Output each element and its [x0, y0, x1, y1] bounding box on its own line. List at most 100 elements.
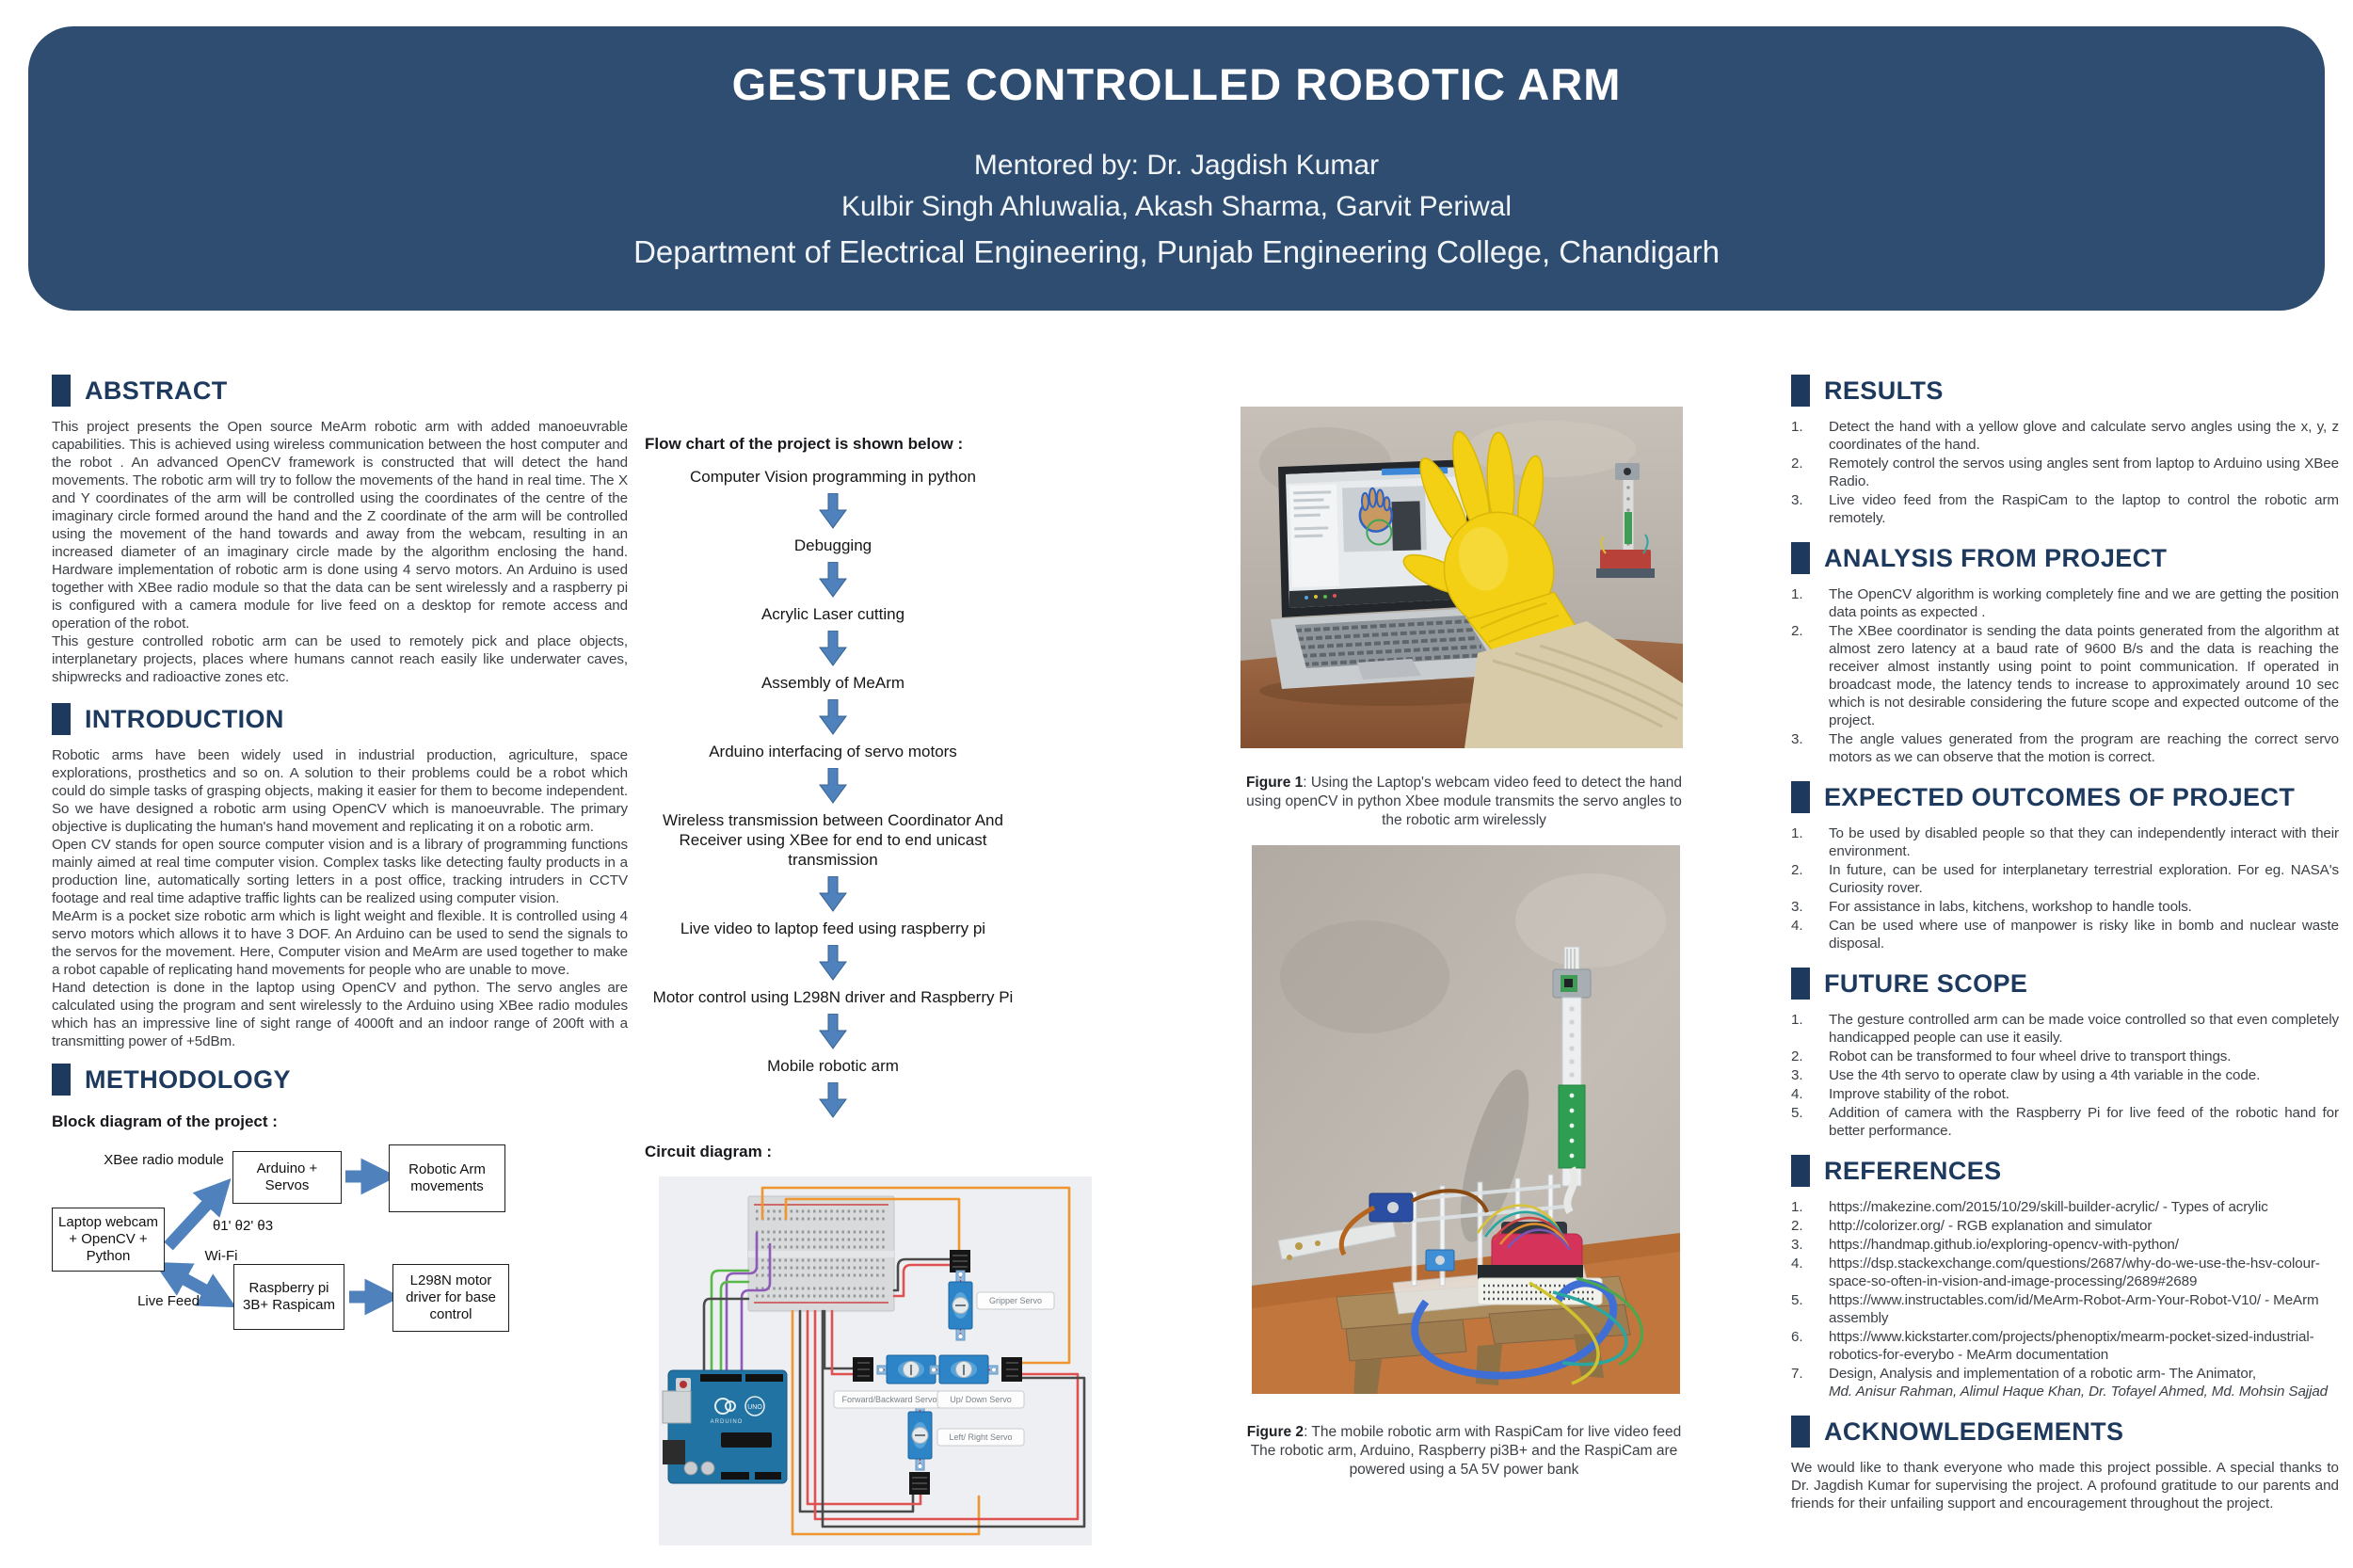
outcomes-item: To be used by disabled people so that th… — [1791, 824, 2339, 859]
flowchart-step-text: Mobile robotic arm — [767, 1057, 899, 1075]
reference-item: http://colorizer.org/ - RGB explanation … — [1791, 1217, 2339, 1235]
results-item: Remotely control the servos using angles… — [1791, 455, 2339, 489]
block-diagram-label: Block diagram of the project : — [52, 1112, 278, 1130]
up-down-servo-label: Up/ Down Servo — [950, 1395, 1012, 1404]
reference-text: https://www.instructables.com/id/MeArm-R… — [1829, 1292, 2319, 1326]
section-head-outcomes: EXPECTED OUTCOMES OF PROJECT — [1791, 781, 2339, 813]
section-head-analysis: ANALYSIS FROM PROJECT — [1791, 542, 2339, 574]
down-arrow-icon — [819, 876, 847, 912]
figure2-photo — [1252, 845, 1680, 1402]
department-line: Department of Electrical Engineering, Pu… — [633, 234, 1720, 269]
analysis-list: The OpenCV algorithm is working complete… — [1791, 585, 2339, 766]
flowchart-step: Acrylic Laser cutting — [645, 604, 1021, 666]
flowchart-label: Flow chart of the project is shown below… — [645, 435, 964, 453]
section-head-references: REFERENCES — [1791, 1155, 2339, 1187]
block-robotic-arm: Robotic Arm movements — [389, 1144, 505, 1212]
future-scope-title: FUTURE SCOPE — [1824, 968, 2028, 998]
mentor-line: Mentored by: Dr. Jagdish Kumar — [973, 150, 1380, 181]
outcomes-title: EXPECTED OUTCOMES OF PROJECT — [1824, 782, 2296, 811]
glove-hand — [1402, 430, 1591, 680]
flowchart-step: Live video to laptop feed using raspberr… — [645, 919, 1021, 981]
section-head-acknowledgements: ACKNOWLEDGEMENTS — [1791, 1416, 2339, 1448]
breadboard — [747, 1195, 895, 1312]
forward-backward-servo-label: Forward/Backward Servo — [841, 1395, 936, 1404]
section-marker-icon — [1791, 1416, 1810, 1448]
flowchart-step: Assembly of MeArm — [645, 673, 1021, 735]
introduction-paragraph: Open CV stands for open source computer … — [52, 837, 628, 906]
results-item: Live video feed from the RaspiCam to the… — [1791, 491, 2339, 526]
reference-text: http://colorizer.org/ - RGB explanation … — [1829, 1218, 2153, 1234]
gripper-servo — [948, 1250, 973, 1341]
down-arrow-icon — [819, 768, 847, 804]
abstract-text: This project presents the Open source Me… — [52, 418, 628, 686]
left-column: ABSTRACT This project presents the Open … — [52, 375, 628, 1342]
down-arrow-icon — [819, 631, 847, 666]
methodology-title: METHODOLOGY — [85, 1064, 291, 1094]
authors-line: Kulbir Singh Ahluwalia, Akash Sharma, Ga… — [840, 191, 1512, 222]
block-l298n: L298N motor driver for base control — [392, 1264, 509, 1332]
section-marker-icon — [1791, 1155, 1810, 1187]
outcomes-item: For assistance in labs, kitchens, worksh… — [1791, 898, 2192, 916]
future-scope-item: Robot can be transformed to four wheel d… — [1791, 1048, 2232, 1065]
block-arduino-servos: Arduino + Servos — [232, 1151, 342, 1204]
left-right-servo — [907, 1400, 933, 1495]
flowchart-step-text: Debugging — [793, 536, 872, 554]
block-diagram: Laptop webcam + OpenCV + Python Arduino … — [52, 1144, 565, 1342]
up-down-servo — [929, 1354, 1022, 1384]
gripper-servo-label: Gripper Servo — [989, 1296, 1042, 1305]
flowchart-step: Arduino interfacing of servo motors — [645, 742, 1021, 804]
reference-text: Design, Analysis and implementation of a… — [1829, 1366, 2256, 1382]
reference-item: https://www.kickstarter.com/projects/phe… — [1791, 1328, 2339, 1364]
figure2-label: Figure 2 — [1246, 1424, 1305, 1440]
flowchart-step: Wireless transmission between Coordinato… — [645, 810, 1021, 912]
photo-column: Figure 1: Using the Laptop's webcam vide… — [1241, 407, 1688, 1480]
introduction-paragraph: Robotic arms have been widely used in in… — [52, 747, 628, 835]
results-list: Detect the hand with a yellow glove and … — [1791, 418, 2339, 527]
figure2-caption: Figure 2: The mobile robotic arm with Ra… — [1246, 1424, 1682, 1478]
acknowledgements-text: We would like to thank everyone who made… — [1791, 1460, 2339, 1512]
reference-text: https://makezine.com/2015/10/29/skill-bu… — [1829, 1199, 2268, 1215]
flowchart-step-text: Motor control using L298N driver and Ras… — [652, 988, 1014, 1006]
right-column: RESULTS Detect the hand with a yellow gl… — [1791, 375, 2339, 1512]
reference-item: https://handmap.github.io/exploring-open… — [1791, 1236, 2339, 1254]
down-arrow-icon — [819, 699, 847, 735]
arduino-model-text: UNO — [747, 1404, 762, 1411]
section-marker-icon — [1791, 375, 1810, 407]
section-marker-icon — [1791, 542, 1810, 574]
circuit-diagram-figure: UNO ARDUINO — [659, 1176, 1092, 1545]
section-marker-icon — [1791, 781, 1810, 813]
abstract-title: ABSTRACT — [85, 376, 228, 405]
reference-text: https://handmap.github.io/exploring-open… — [1829, 1237, 2179, 1253]
analysis-item: The OpenCV algorithm is working complete… — [1791, 585, 2339, 620]
section-marker-icon — [52, 1064, 71, 1096]
future-scope-list: The gesture controlled arm can be made v… — [1791, 1011, 2339, 1140]
flowchart-step: Computer Vision programming in python — [645, 467, 1021, 529]
section-head-future-scope: FUTURE SCOPE — [1791, 968, 2339, 1000]
down-arrow-icon — [819, 945, 847, 981]
label-xbee: XBee radio module — [104, 1152, 224, 1168]
reference-item: https://www.instructables.com/id/MeArm-R… — [1791, 1291, 2339, 1327]
flowchart-step-text: Acrylic Laser cutting — [760, 605, 905, 623]
references-title: REFERENCES — [1824, 1156, 2002, 1185]
section-marker-icon — [52, 703, 71, 735]
flowchart-step: Motor control using L298N driver and Ras… — [645, 987, 1021, 1049]
block-laptop: Laptop webcam + OpenCV + Python — [52, 1208, 165, 1272]
poster-header: GESTURE CONTROLLED ROBOTIC ARM Mentored … — [28, 26, 2325, 311]
block-diagram-arrows — [153, 1158, 402, 1316]
analysis-title: ANALYSIS FROM PROJECT — [1824, 543, 2168, 572]
reference-text: https://www.kickstarter.com/projects/phe… — [1829, 1329, 2314, 1363]
arduino-board: UNO ARDUINO — [662, 1369, 788, 1484]
outcomes-item: In future, can be used for interplanetar… — [1791, 861, 2339, 896]
section-marker-icon — [52, 375, 71, 407]
poster-title: GESTURE CONTROLLED ROBOTIC ARM — [731, 59, 1622, 109]
circuit-label: Circuit diagram : — [645, 1143, 773, 1160]
introduction-paragraph: MeArm is a pocket size robotic arm which… — [52, 908, 628, 978]
figure1-caption: Figure 1: Using the Laptop's webcam vide… — [1245, 775, 1683, 828]
future-scope-item: Addition of camera with the Raspberry Pi… — [1791, 1104, 2339, 1139]
block-raspberry: Raspberry pi 3B+ Raspicam — [233, 1264, 344, 1330]
future-scope-item: Improve stability of the robot. — [1791, 1085, 2009, 1103]
flowchart-step-text: Arduino interfacing of servo motors — [709, 743, 957, 760]
references-list: https://makezine.com/2015/10/29/skill-bu… — [1791, 1198, 2339, 1400]
flowchart-step-text: Assembly of MeArm — [760, 674, 905, 692]
